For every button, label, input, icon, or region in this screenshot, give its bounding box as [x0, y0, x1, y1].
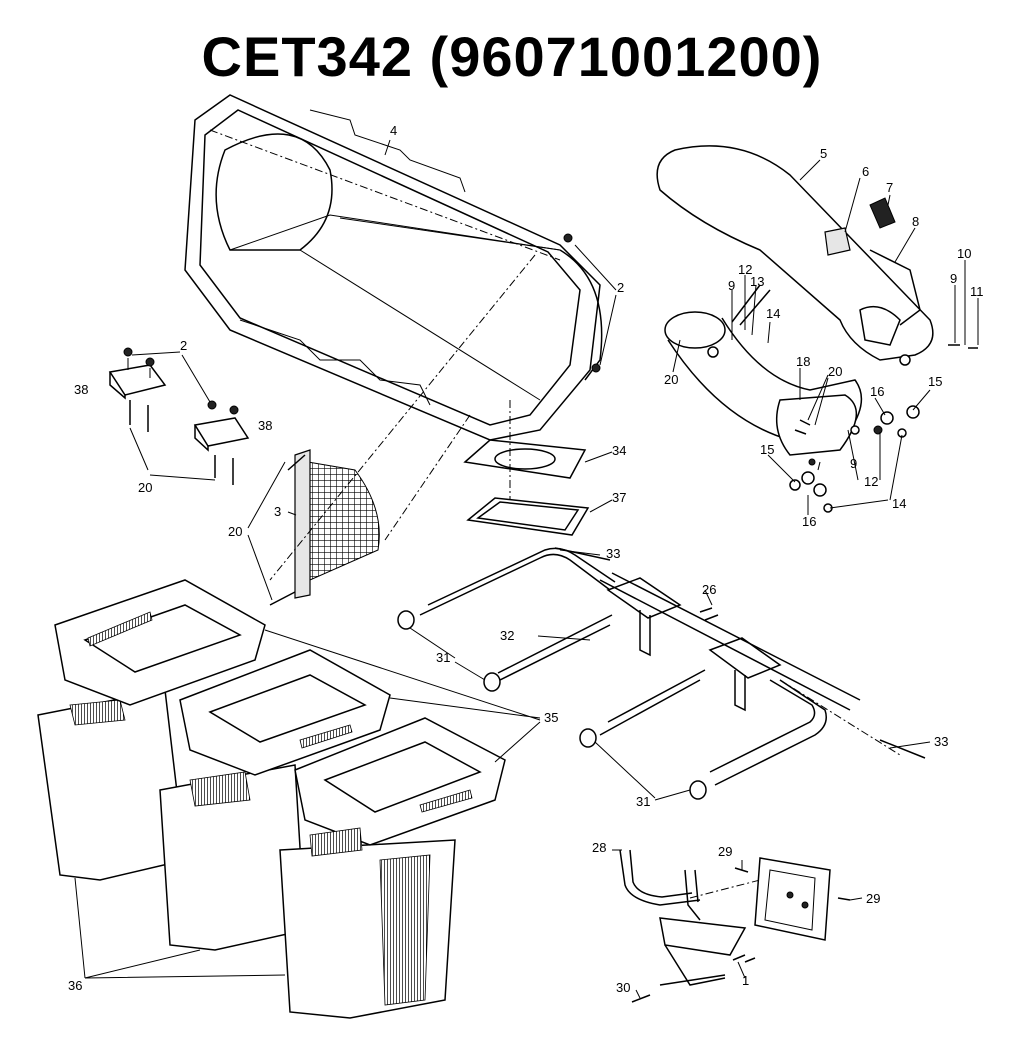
label-part-15-left: 15 — [760, 442, 774, 457]
bin-right-part-36 — [279, 839, 456, 1019]
label-part-29-right: 29 — [866, 891, 880, 906]
label-part-6: 6 — [862, 164, 869, 179]
label-part-35: 35 — [544, 710, 558, 725]
label-part-20-screen: 20 — [228, 524, 242, 539]
label-part-34: 34 — [612, 443, 626, 458]
clip-part-1 — [732, 954, 756, 963]
diagram-title: CET342 (96071001200) — [201, 25, 823, 88]
mount-plate — [754, 857, 831, 941]
leader-lines — [74, 139, 979, 999]
label-part-2-upper: 2 — [617, 280, 624, 295]
label-part-16-upper: 16 — [870, 384, 884, 399]
label-part-18: 18 — [796, 354, 810, 369]
chute-part-5 — [656, 145, 978, 366]
label-part-33-upper: 33 — [606, 546, 620, 561]
pin-part-30 — [631, 994, 651, 1003]
label-part-9-lower: 9 — [850, 456, 857, 471]
label-part-36: 36 — [68, 978, 82, 993]
label-part-13: 13 — [750, 274, 764, 289]
label-part-38-left: 38 — [74, 382, 88, 397]
label-part-5: 5 — [820, 146, 827, 161]
pins-part-26 — [699, 607, 719, 621]
mesh-screen-part-3 — [269, 449, 380, 606]
bracket-part-38-right — [193, 400, 250, 485]
label-part-31-upper: 31 — [436, 650, 450, 665]
label-part-38-right: 38 — [258, 418, 272, 433]
label-part-33-lower: 33 — [934, 734, 948, 749]
end-caps-part-31 — [397, 610, 707, 800]
label-part-12-upper: 12 — [738, 262, 752, 277]
label-part-4: 4 — [390, 123, 397, 138]
label-part-20-adapter: 20 — [664, 372, 678, 387]
tray-middle-part-35 — [179, 649, 391, 776]
label-part-20-brackets: 20 — [138, 480, 152, 495]
plate-part-37 — [466, 497, 590, 536]
tray-left-part-35 — [54, 579, 266, 706]
label-part-9-right: 9 — [950, 271, 957, 286]
adapter-tube-part-18 — [664, 284, 920, 513]
tray-right-part-35 — [294, 717, 506, 857]
label-part-16-lower: 16 — [802, 514, 816, 529]
label-part-32: 32 — [500, 628, 514, 643]
part-labels: 4 2 2 38 38 20 3 20 34 37 5 6 7 8 10 9 1… — [68, 123, 984, 995]
label-part-11: 11 — [970, 284, 984, 299]
label-part-8: 8 — [912, 214, 919, 229]
label-part-29-upper: 29 — [718, 844, 732, 859]
label-part-30: 30 — [616, 980, 630, 995]
bracket-part-38-left — [108, 347, 167, 432]
hitch-bracket-part-28 — [619, 849, 761, 986]
bin-left-part-36 — [37, 689, 186, 881]
label-part-12-lower: 12 — [864, 474, 878, 489]
gasket-part-34 — [463, 439, 587, 479]
label-part-3: 3 — [274, 504, 281, 519]
label-part-31-lower: 31 — [636, 794, 650, 809]
bag-frame-part-4 — [184, 94, 603, 441]
label-part-14-upper: 14 — [766, 306, 780, 321]
support-frame-part-32 — [419, 547, 926, 786]
label-part-9-upper: 9 — [728, 278, 735, 293]
bolt-29-right — [837, 897, 851, 901]
label-part-28: 28 — [592, 840, 606, 855]
label-part-2-left: 2 — [180, 338, 187, 353]
label-part-14-lower: 14 — [892, 496, 906, 511]
label-part-37: 37 — [612, 490, 626, 505]
label-part-26: 26 — [702, 582, 716, 597]
label-part-7: 7 — [886, 180, 893, 195]
label-part-10: 10 — [957, 246, 971, 261]
label-part-15-right: 15 — [928, 374, 942, 389]
label-part-20-lower: 20 — [828, 364, 842, 379]
label-part-1: 1 — [742, 973, 749, 988]
bin-middle-part-36 — [159, 764, 306, 951]
